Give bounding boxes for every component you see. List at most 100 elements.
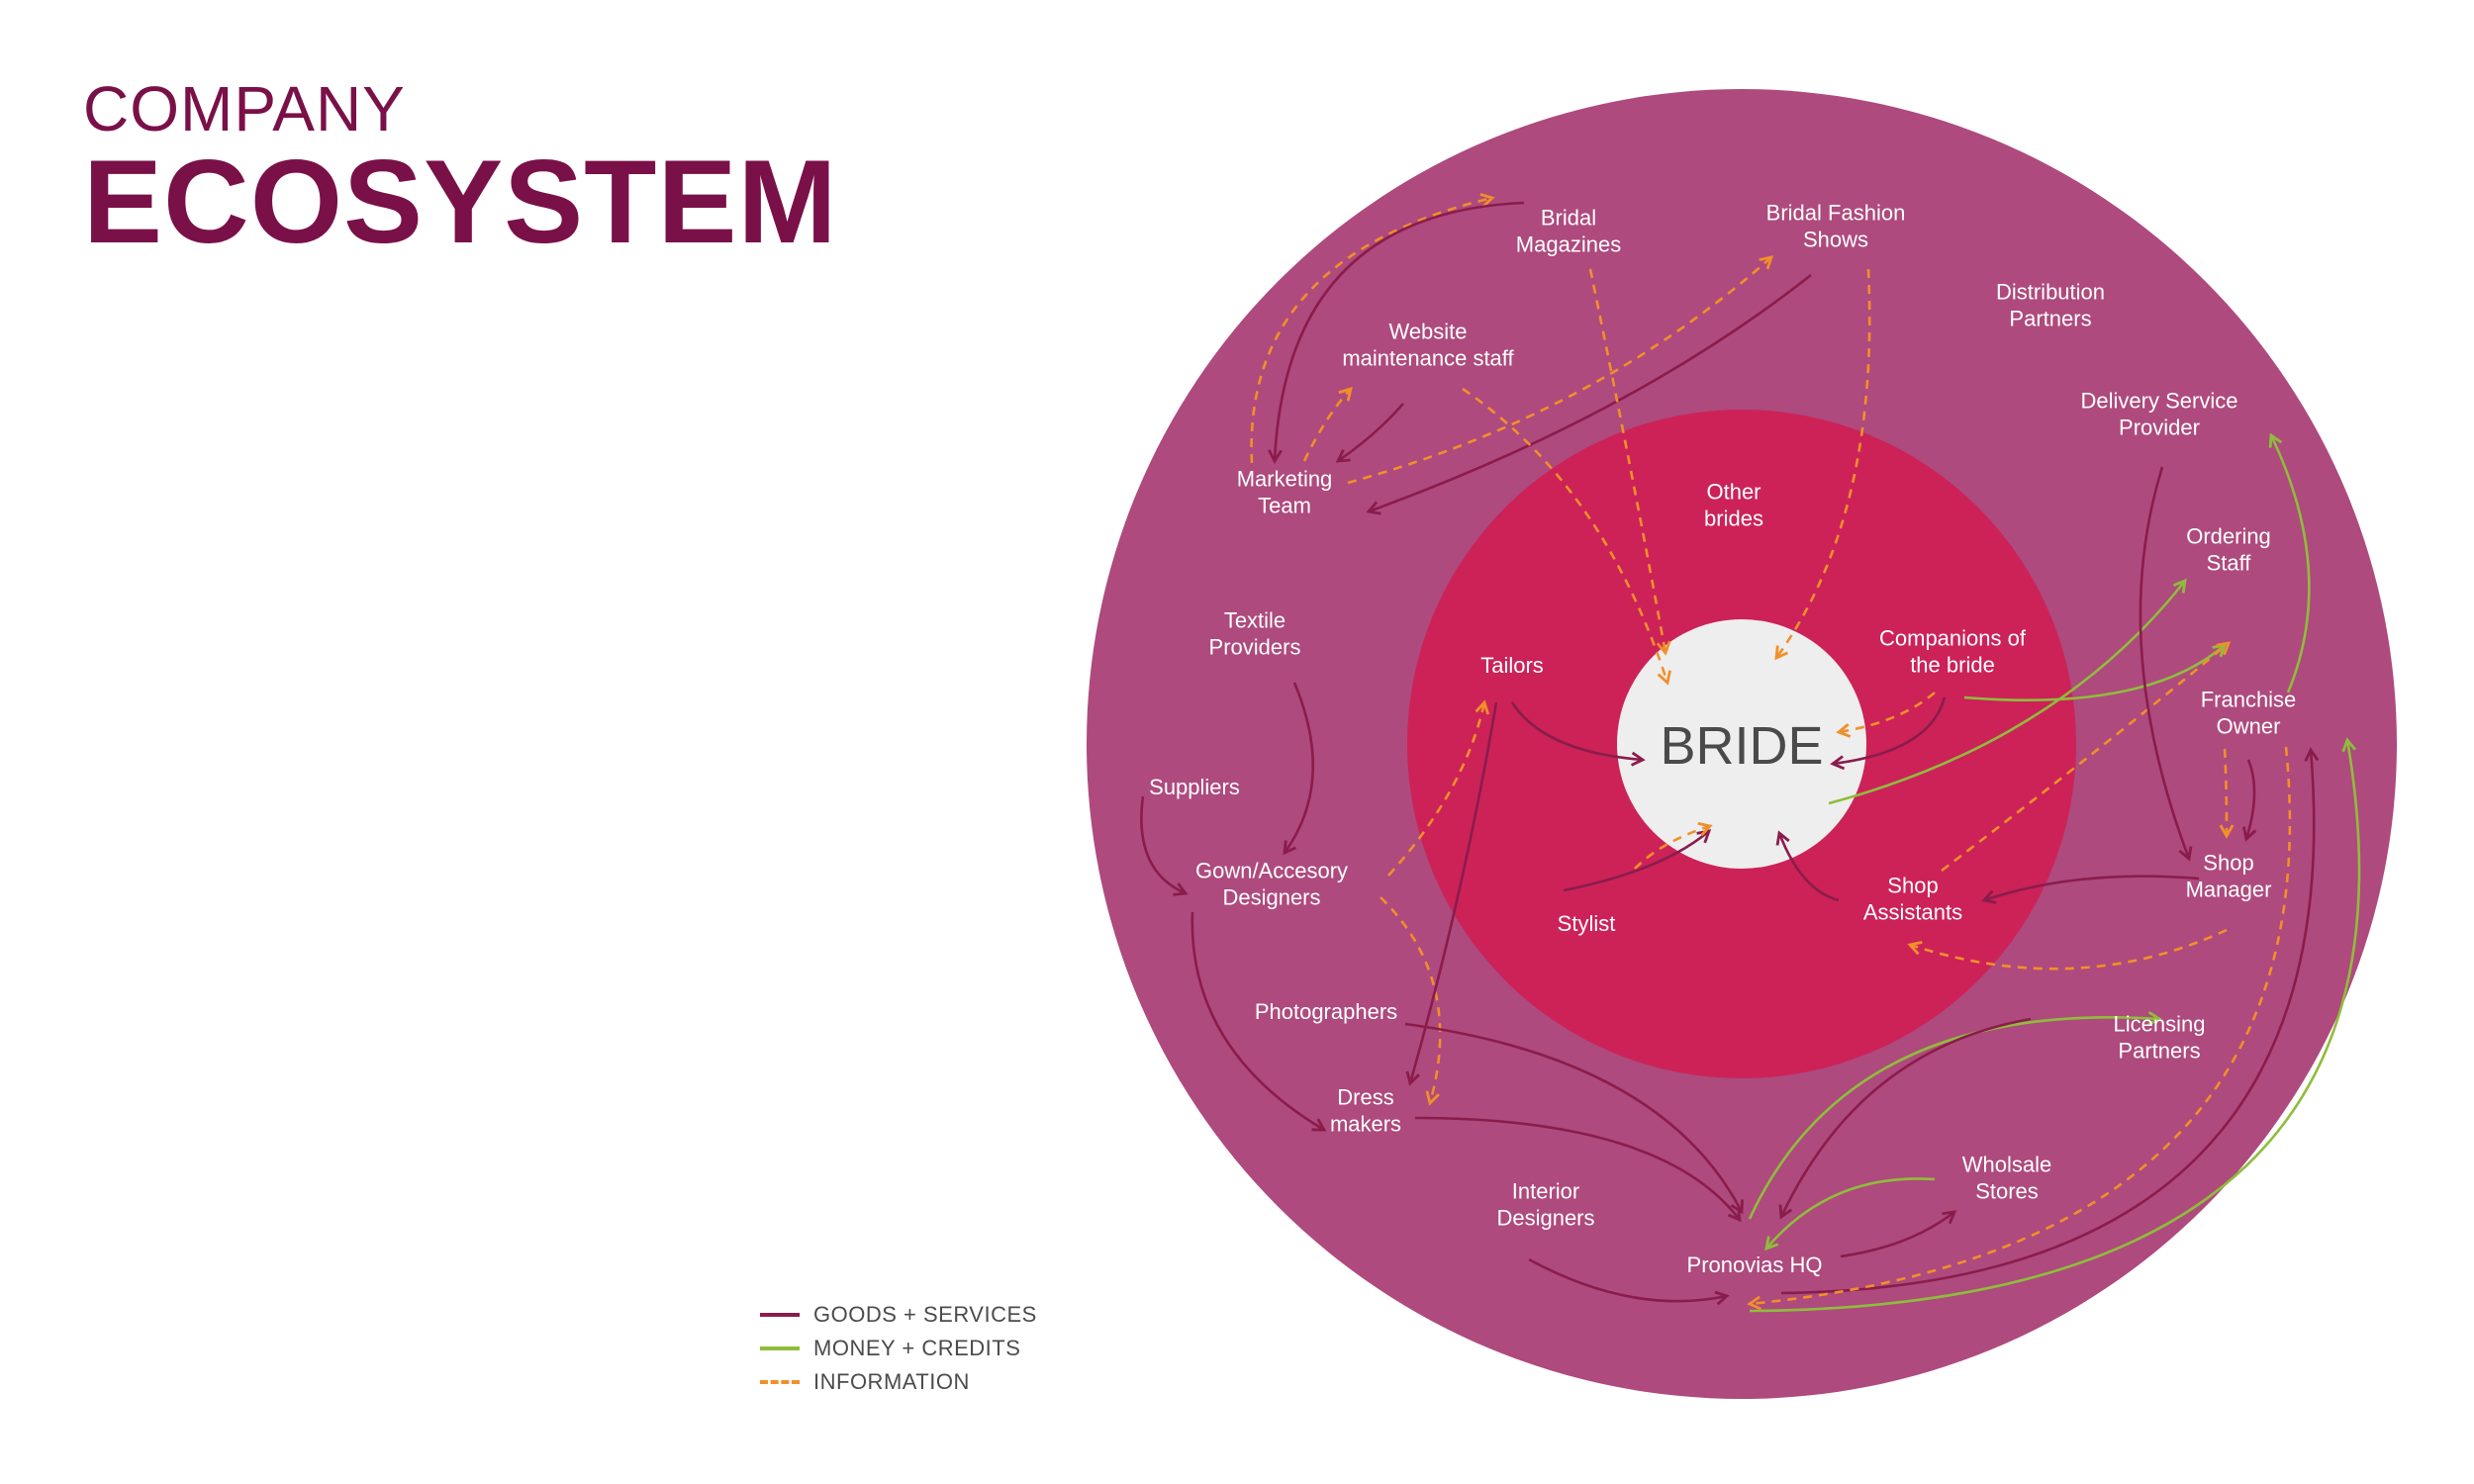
flow-information-marketing-team-to-bridal-fashion-shows <box>1347 255 1774 485</box>
flow-goods-website-maintenance-staff-to-marketing-team <box>1335 403 1404 463</box>
node-label-line: Provider <box>2119 416 2200 440</box>
flow-information-shop-manager-to-shop-assistants <box>1907 928 2228 971</box>
flow-information-gown-accesory-designers-to-tailors <box>1387 699 1490 877</box>
flow-goods-companions-of-the-bride-to-bride <box>1830 696 1947 771</box>
flow-goods-tailors-to-dress-makers <box>1405 701 1498 1086</box>
node-label-line: Distribution <box>1996 280 2105 305</box>
flow-information-franchise-owner-to-pronovias-hq <box>1747 746 2292 1311</box>
node-label-line: Licensing <box>2114 1012 2206 1037</box>
flow-goods-delivery-service-provider-to-shop-manager <box>2139 466 2193 862</box>
flow-goods-pronovias-hq-to-wholsale-stores <box>1840 1210 1957 1258</box>
node-label-line: Magazines <box>1516 232 1621 257</box>
node-label-line: Manager <box>2186 878 2272 902</box>
flow-information-stylist-to-bride <box>1634 821 1713 870</box>
node-label-line: Stylist <box>1558 911 1616 936</box>
node-label-stylist: Stylist <box>1558 911 1616 936</box>
legend-swatch-money <box>760 1346 800 1350</box>
bride-label: BRIDE <box>1660 716 1823 776</box>
node-label-line: Pronovias HQ <box>1687 1252 1823 1277</box>
flow-goods-bridal-magazines-to-marketing-team <box>1268 201 1525 464</box>
node-label-line: Other <box>1706 480 1760 505</box>
node-label-line: Partners <box>2009 307 2091 331</box>
legend-item-information: INFORMATION <box>760 1365 1037 1399</box>
node-label-line: Bridal Fashion <box>1766 201 1906 226</box>
node-label-line: Owner <box>2217 714 2281 739</box>
title-line-ecosystem: ECOSYSTEM <box>83 136 838 268</box>
flow-goods-shop-assistants-to-bride <box>1775 830 1840 902</box>
node-label-line: Stores <box>1975 1179 2039 1204</box>
flow-goods-pronovias-hq-to-franchise-owner <box>1780 747 2320 1295</box>
node-label-suppliers: Suppliers <box>1149 775 1240 799</box>
legend-swatch-goods <box>760 1313 800 1317</box>
flow-goods-shop-manager-to-shop-assistants <box>1981 875 2200 904</box>
flow-information-gown-accesory-designers-to-dress-makers <box>1380 896 1442 1106</box>
node-label-line: Staff <box>2207 551 2252 576</box>
legend-label-information: INFORMATION <box>813 1369 970 1394</box>
node-label-line: Companions of <box>1879 626 2027 651</box>
node-label-line: Shows <box>1803 228 1868 252</box>
node-label-line: Bridal <box>1541 206 1596 231</box>
flow-goods-bridal-fashion-shows-to-marketing-team <box>1366 273 1812 515</box>
legend: GOODS + SERVICES MONEY + CREDITS INFORMATI… <box>760 1298 1037 1399</box>
node-label-line: Franchise <box>2201 688 2297 712</box>
node-label-line: Assistants <box>1863 900 1962 925</box>
node-label-line: maintenance staff <box>1342 346 1514 371</box>
node-label-tailors: Tailors <box>1480 653 1544 678</box>
node-label-line: Team <box>1258 494 1311 518</box>
flow-goods-gown-accesory-designers-to-dress-makers <box>1190 911 1327 1132</box>
node-label-line: Ordering <box>2186 524 2271 549</box>
flow-money-pronovias-hq-to-licensing-partners <box>1748 1010 2162 1220</box>
page-title: COMPANY ECOSYSTEM <box>83 77 837 261</box>
node-label-pronovias-hq: Pronovias HQ <box>1687 1252 1823 1277</box>
node-label-line: makers <box>1330 1112 1401 1137</box>
flow-money-pronovias-hq-to-franchise-owner <box>1749 737 2361 1313</box>
node-label-line: Shop <box>1887 874 1938 898</box>
flow-information-companions-of-the-bride-to-bride <box>1836 692 1936 738</box>
title-line-company: COMPANY <box>83 73 406 144</box>
node-label-line: Designers <box>1496 1206 1594 1231</box>
flow-money-bride-to-ordering-staff <box>1828 578 2187 805</box>
node-label-line: Textile <box>1224 608 1285 633</box>
flow-goods-textile-providers-to-gown-accesory-designers <box>1283 682 1315 856</box>
flow-information-marketing-team-to-bridal-magazines <box>1250 193 1495 464</box>
node-label-line: Marketing <box>1237 467 1333 492</box>
flow-goods-photographers-to-pronovias-hq <box>1404 1022 1744 1215</box>
node-label-line: Designers <box>1222 885 1320 910</box>
legend-swatch-information <box>760 1380 800 1384</box>
node-label-line: Partners <box>2118 1039 2200 1064</box>
node-label-line: Tailors <box>1480 653 1544 678</box>
legend-item-money: MONEY + CREDITS <box>760 1332 1037 1365</box>
node-label-line: the bride <box>1910 653 1995 678</box>
node-label-line: Delivery Service <box>2081 389 2238 414</box>
flow-arrows <box>1140 193 2361 1313</box>
legend-item-goods: GOODS + SERVICES <box>760 1298 1037 1332</box>
flow-information-shop-assistants-to-ordering-staff <box>1941 641 2232 873</box>
flow-information-bridal-fashion-shows-to-bride <box>1774 268 1871 661</box>
legend-label-goods: GOODS + SERVICES <box>813 1302 1037 1327</box>
flow-goods-suppliers-to-gown-accesory-designers <box>1140 795 1189 896</box>
node-label-line: Providers <box>1209 635 1301 660</box>
flow-goods-licensing-partners-to-pronovias-hq <box>1778 1017 2032 1220</box>
node-label-line: brides <box>1704 507 1763 531</box>
node-label-line: Wholsale <box>1962 1153 2051 1177</box>
